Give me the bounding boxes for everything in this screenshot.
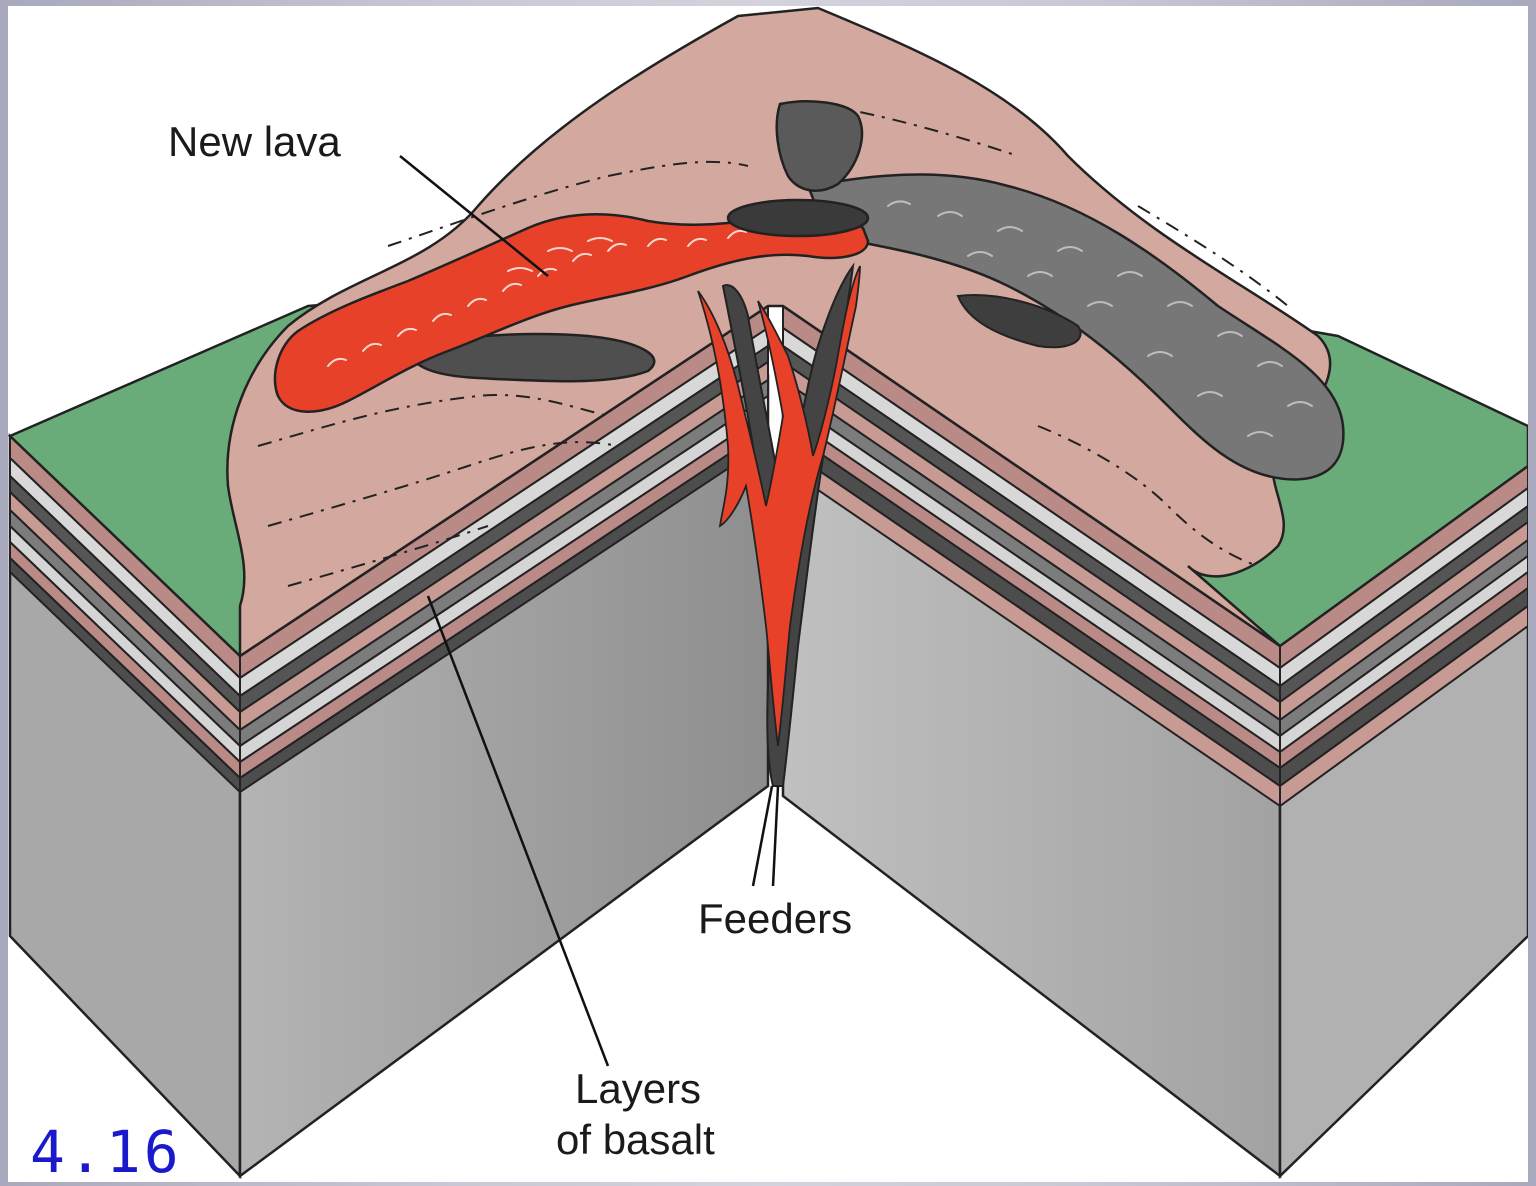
- figure-number: 4.16: [30, 1118, 182, 1186]
- slide: New lava Feeders Layers of basalt 4.16: [8, 6, 1528, 1182]
- volcano-block-diagram: [8, 6, 1528, 1182]
- vent-rim: [728, 200, 868, 236]
- layers-label-line1: Layers: [575, 1066, 701, 1111]
- layers-label-line2: of basalt: [556, 1117, 715, 1162]
- new-lava-label: New lava: [168, 119, 341, 164]
- feeders-label: Feeders: [698, 896, 852, 941]
